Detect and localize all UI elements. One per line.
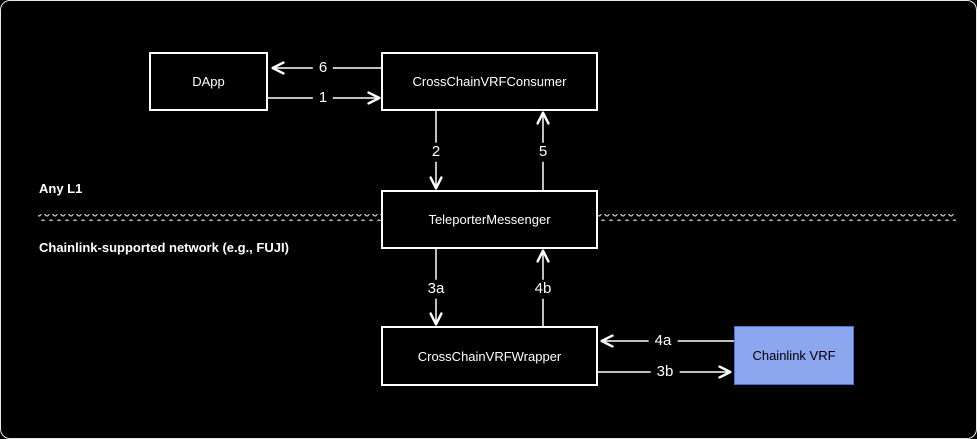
node-dapp: DApp — [149, 52, 268, 111]
edge-label-4a: 4a — [648, 331, 678, 351]
edge-label-3a: 3a — [421, 279, 451, 299]
region-label-chainlink-network: Chainlink-supported network (e.g., FUJI) — [39, 240, 289, 255]
node-chainlink-vrf: Chainlink VRF — [734, 326, 854, 385]
edge-label-5: 5 — [532, 142, 554, 162]
edge-label-3b: 3b — [650, 362, 680, 382]
node-crosschain-vrf-consumer: CrossChainVRFConsumer — [381, 52, 598, 111]
node-teleporter-messenger: TeleporterMessenger — [381, 190, 598, 249]
edge-label-2: 2 — [425, 142, 447, 162]
region-label-any-l1: Any L1 — [39, 181, 83, 196]
edge-label-1: 1 — [312, 88, 334, 108]
edge-label-4b: 4b — [528, 279, 558, 299]
edge-label-6: 6 — [312, 58, 334, 78]
node-crosschain-vrf-wrapper: CrossChainVRFWrapper — [381, 326, 598, 386]
